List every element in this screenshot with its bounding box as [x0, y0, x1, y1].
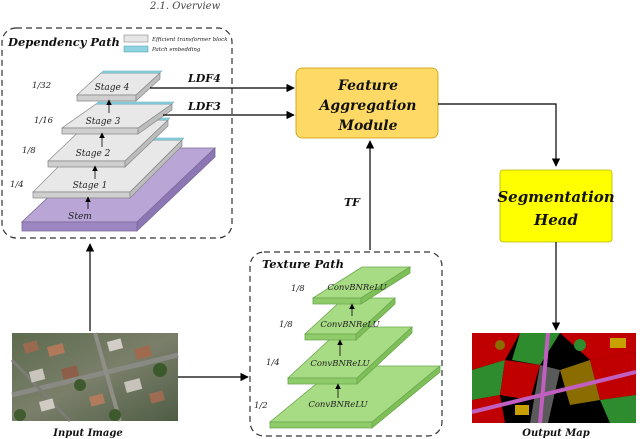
conv-layer-3-label: ConvBNReLU — [310, 359, 370, 369]
feature-aggregation-module: Feature Aggregation Module — [295, 67, 439, 139]
output-map-caption: Output Map — [522, 428, 590, 439]
texture-path-frame — [249, 251, 443, 437]
conv-layer-2-label: ConvBNReLU — [320, 320, 380, 330]
legend-label-patch-embedding: Patch embedding — [151, 47, 201, 53]
stage-2-label: Stage 2 — [76, 149, 111, 159]
texture-scale-1: 1/8 — [291, 284, 305, 294]
tf-label: TF — [344, 196, 361, 209]
stage-1-block: Stage 1 — [32, 137, 185, 199]
input-image-caption: Input Image — [52, 428, 122, 439]
scale-label-1-16: 1/16 — [34, 116, 54, 126]
dependency-path-title: Dependency Path — [7, 35, 120, 49]
scale-label-1-32: 1/32 — [32, 81, 51, 91]
legend-swatch-patch-embedding — [123, 45, 149, 53]
ldf4-label: LDF4 — [187, 72, 221, 85]
ldf3-label: LDF3 — [187, 100, 221, 113]
conv-layer-4: ConvBNReLU — [268, 365, 442, 429]
scale-label-1-8: 1/8 — [22, 146, 36, 156]
texture-path-title: Texture Path — [262, 257, 344, 271]
stage-4-block: Stage 4 — [76, 70, 163, 102]
fam-line-2: Aggregation — [318, 98, 417, 114]
conv-layer-1: ConvBNReLU — [311, 266, 412, 305]
seghead-line-1: Segmentation — [497, 188, 614, 206]
section-title: 2.1. Overview — [149, 1, 221, 12]
stem-label: Stem — [68, 212, 92, 222]
fam-to-seghead-arrow — [438, 103, 561, 167]
conv-layer-4-label: ConvBNReLU — [308, 400, 368, 410]
input-image — [10, 332, 179, 423]
stage-4-label: Stage 4 — [95, 83, 130, 93]
legend-swatch-transformer — [123, 34, 149, 43]
fam-line-3: Module — [337, 118, 397, 134]
legend-label-transformer: Efficient transformer block — [151, 37, 228, 43]
output-map — [471, 332, 637, 424]
dependency-path-frame — [1, 27, 233, 239]
seghead-line-2: Head — [533, 211, 578, 229]
conv-layer-2: ConvBNReLU — [303, 297, 397, 341]
texture-path-panel: Texture Path ConvBNReLU ConvBNReLU ConvB… — [249, 251, 443, 437]
dependency-path-panel: Dependency Path Efficient transformer bl… — [1, 27, 233, 239]
fam-line-1: Feature — [337, 78, 398, 94]
stage-3-label: Stage 3 — [86, 117, 121, 127]
texture-scale-3: 1/4 — [266, 358, 280, 368]
segmentation-head: Segmentation Head — [497, 169, 615, 243]
conv-layer-3: ConvBNReLU — [286, 326, 414, 385]
stage-3-block: Stage 3 — [60, 101, 175, 135]
conv-layer-1-label: ConvBNReLU — [327, 283, 387, 293]
texture-scale-2: 1/8 — [279, 320, 293, 330]
scale-label-1-4: 1/4 — [10, 180, 24, 190]
texture-scale-4: 1/2 — [254, 401, 268, 411]
stage-1-label: Stage 1 — [73, 181, 108, 191]
